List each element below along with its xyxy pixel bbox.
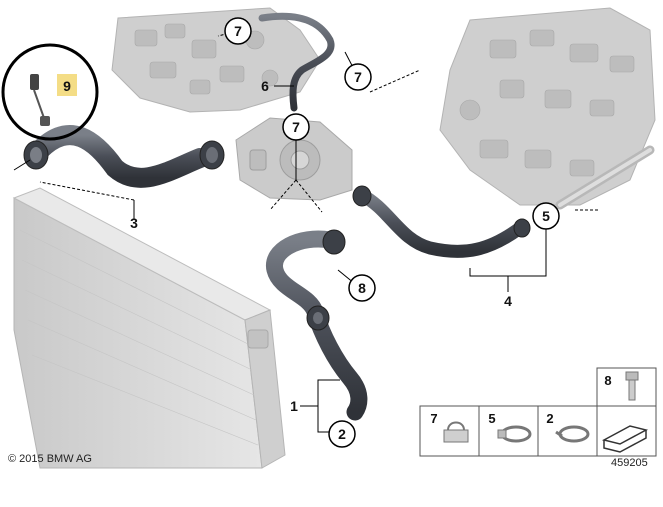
coolant-pipe-right — [555, 145, 655, 210]
spring-clamp-icon — [555, 425, 590, 443]
engine-block-right — [439, 7, 656, 206]
bolt-icon — [625, 371, 639, 401]
callout-7-top: 7 — [224, 17, 252, 45]
hose-1 — [266, 229, 368, 421]
radiator — [12, 187, 286, 469]
callout-5: 5 — [532, 202, 560, 230]
vent-hose-6 — [258, 12, 354, 112]
diagram-id: 459205 — [611, 457, 648, 469]
label-4: 4 — [504, 293, 512, 309]
callout-2: 2 — [328, 420, 356, 448]
hose-4 — [352, 185, 531, 258]
legend-item-2-number: 2 — [546, 411, 553, 426]
highlight-circle — [1, 43, 99, 141]
legend-item-7-number: 7 — [430, 411, 437, 426]
label-3: 3 — [130, 215, 138, 231]
callout-8: 8 — [348, 274, 376, 302]
legend-item-8: 8 — [604, 371, 639, 401]
legend-item-5-number: 5 — [488, 411, 495, 426]
temperature-sensor-9 — [30, 74, 50, 126]
callout-7-right: 7 — [344, 63, 372, 91]
copyright-text: © 2015 BMW AG — [8, 453, 92, 465]
label-9-number: 9 — [63, 78, 71, 94]
callout-7-center: 7 — [282, 113, 310, 141]
callout-5-number: 5 — [542, 208, 550, 224]
callout-7-right-number: 7 — [354, 69, 362, 85]
callout-7-top-number: 7 — [234, 23, 242, 39]
thermostat-housing — [235, 117, 353, 201]
engine-block-top — [111, 7, 321, 113]
band-clamp-icon — [497, 425, 532, 443]
legend-item-8-number: 8 — [604, 373, 611, 388]
label-6: 6 — [261, 78, 269, 94]
leader-lines — [13, 30, 600, 433]
legend-item-5: 5 — [488, 411, 532, 443]
hose-clip-icon — [443, 421, 469, 443]
label-9: 9 — [57, 74, 77, 96]
callout-8-number: 8 — [358, 280, 366, 296]
legend-item-2: 2 — [546, 411, 590, 443]
arrow-icon — [601, 425, 649, 453]
parts-legend: 7 5 2 8 — [419, 367, 657, 457]
legend-item-7: 7 — [430, 411, 469, 443]
callout-2-number: 2 — [338, 426, 346, 442]
callout-7-center-number: 7 — [292, 119, 300, 135]
label-1: 1 — [290, 398, 298, 414]
hose-3 — [23, 125, 225, 188]
